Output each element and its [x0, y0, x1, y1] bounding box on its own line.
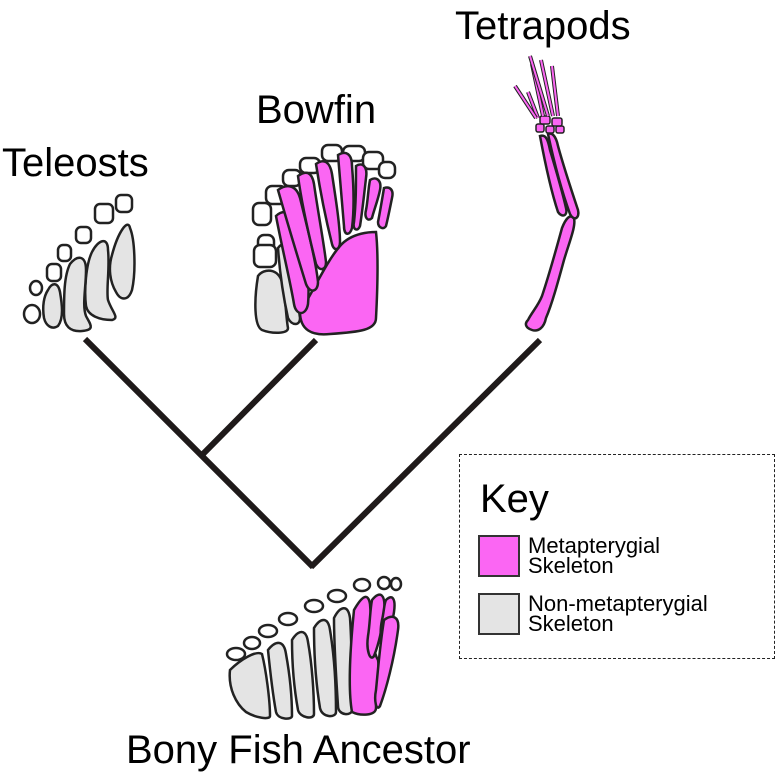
teleost-fin-icon [22, 193, 136, 333]
bowfin-label: Bowfin [256, 88, 377, 132]
metapterygial-swatch [478, 535, 520, 577]
legend-key: Key Metapterygial Skeleton Non-metaptery… [459, 454, 775, 659]
branch-tetrapods [308, 337, 543, 570]
key-item-metapterygial-line2: Skeleton [528, 553, 614, 578]
key-item-non-metapterygial-line2: Skeleton [528, 611, 614, 636]
key-item-metapterygial-line1: Metapterygial [528, 533, 661, 558]
tree-branches [82, 336, 543, 570]
teleosts-label: Teleosts [2, 141, 149, 185]
tetrapods-label: Tetrapods [455, 4, 631, 48]
key-title: Key [480, 477, 549, 521]
branch-teleosts [82, 336, 316, 570]
ancestor-fin-icon [225, 575, 403, 720]
branch-bowfin [199, 337, 319, 458]
ancestor-label: Bony Fish Ancestor [126, 728, 471, 772]
key-item-non-metapterygial-line1: Non-metapterygial [528, 591, 708, 616]
bowfin-fin-icon [251, 143, 397, 336]
tetrapod-limb-icon [513, 55, 580, 332]
non-metapterygial-swatch [478, 593, 520, 635]
key-item-metapterygial: Metapterygial Skeleton [478, 535, 660, 577]
key-item-non-metapterygial: Non-metapterygial Skeleton [478, 593, 708, 635]
